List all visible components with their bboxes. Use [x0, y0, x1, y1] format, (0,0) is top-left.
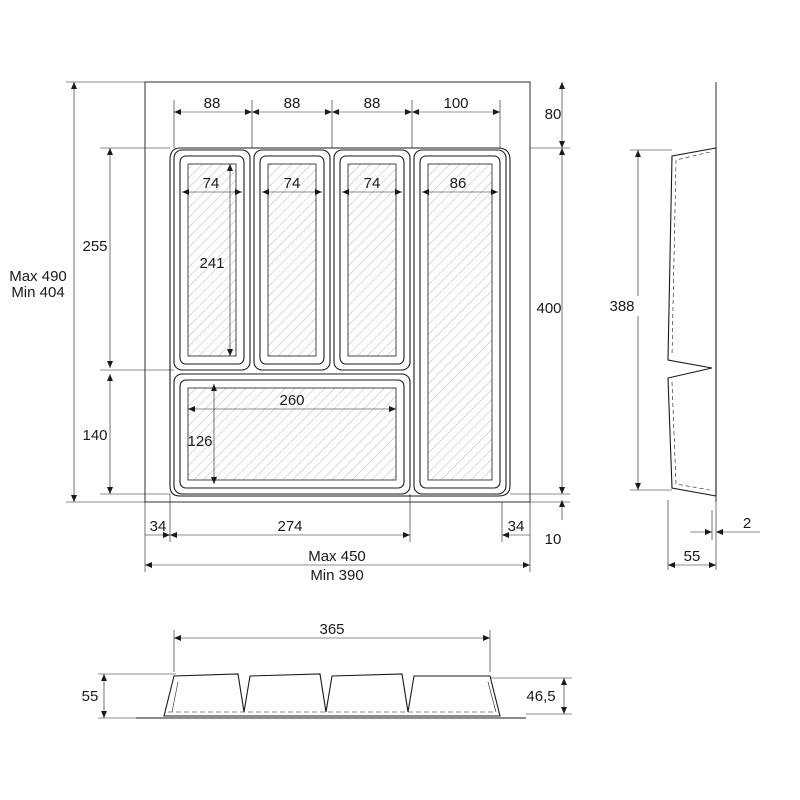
front-profile — [163, 673, 501, 717]
inner-height-dim: 241 — [199, 164, 233, 356]
dim-depth-max: Max 490 — [9, 268, 67, 285]
dim-bottom-gap: 10 — [545, 531, 562, 548]
dim-bottom-right: 34 — [508, 518, 525, 535]
bottom-width-dims: 34 274 34 Max 450 Min 390 — [144, 494, 531, 584]
dim-width-min: Min 390 — [310, 567, 363, 584]
dim-bottom-left: 34 — [150, 518, 167, 535]
dim-lower-width: 260 — [279, 392, 304, 409]
dim-side-height: 388 — [609, 298, 634, 315]
dim-depth-min: Min 404 — [11, 284, 64, 301]
top-margin-dim: 80 — [530, 82, 570, 149]
dim-inner-width-3: 74 — [364, 175, 381, 192]
dim-top-margin: 80 — [545, 106, 562, 123]
left-height-dims: 255 140 — [82, 147, 174, 495]
dim-inner-height: 241 — [199, 255, 224, 272]
front-view: 365 55 46,5 — [82, 621, 572, 719]
dim-inner-width-4: 86 — [450, 175, 467, 192]
dim-side-thickness: 2 — [743, 515, 751, 532]
dim-left-upper: 255 — [82, 238, 107, 255]
dim-side-depth: 55 — [684, 548, 701, 565]
dim-top-width-3: 88 — [364, 95, 381, 112]
dim-width-max: Max 450 — [308, 548, 366, 565]
drawer-outline — [144, 81, 531, 503]
side-view: 388 55 2 — [606, 82, 760, 570]
dim-front-width: 365 — [319, 621, 344, 638]
dim-right-height: 400 — [536, 300, 561, 317]
dim-front-height: 55 — [82, 688, 99, 705]
dim-top-width-4: 100 — [443, 95, 468, 112]
lower-compartment-dims: 260 126 — [187, 384, 396, 484]
compartment-4 — [413, 149, 507, 495]
top-width-dims: 88 88 88 100 — [173, 95, 501, 148]
compartment-2 — [253, 149, 331, 371]
bottom-gap-dim: 10 — [530, 500, 570, 548]
dim-top-width-1: 88 — [204, 95, 221, 112]
side-profile — [667, 147, 717, 497]
compartment-3 — [333, 149, 411, 371]
dim-lower-height: 126 — [187, 433, 212, 450]
depth-dim: Max 490 Min 404 — [0, 81, 145, 503]
dim-left-lower: 140 — [82, 427, 107, 444]
dim-front-inner-height: 46,5 — [526, 688, 555, 705]
dim-inner-width-2: 74 — [284, 175, 301, 192]
dim-top-width-2: 88 — [284, 95, 301, 112]
inner-width-dims: 74 74 74 86 — [182, 175, 498, 195]
dim-inner-width-1: 74 — [203, 175, 220, 192]
dim-bottom-mid: 274 — [277, 518, 302, 535]
right-height-dim: 400 — [510, 148, 570, 495]
top-view: 88 88 88 100 74 74 74 86 241 80 — [0, 81, 570, 584]
